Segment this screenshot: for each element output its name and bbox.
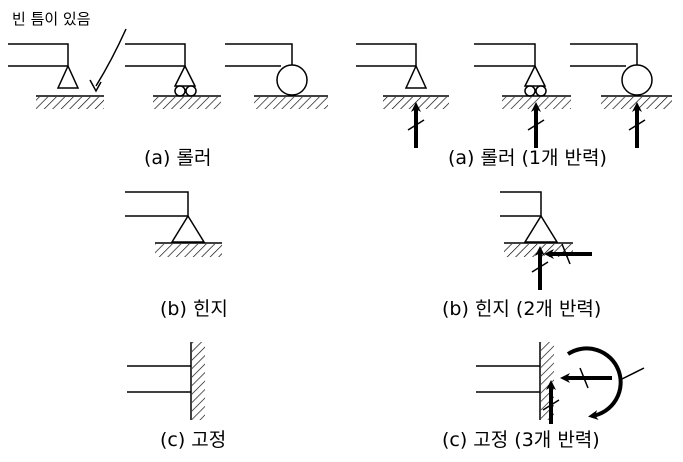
caption-roller: (a) 롤러 <box>144 147 211 169</box>
caption-hinge: (b) 힌지 <box>160 298 228 320</box>
fixed-reaction <box>476 342 645 424</box>
caption-hinge-reactions: (b) 힌지 (2개 반력) <box>442 298 601 320</box>
gap-annotation: 빈 틈이 있음 <box>12 10 91 28</box>
roller-reaction-circle <box>570 43 672 148</box>
hinge-reaction <box>500 191 592 290</box>
caption-fixed-reactions: (c) 고정 (3개 반력) <box>442 429 600 451</box>
roller-reaction-gap <box>356 43 449 148</box>
roller-support-wheels <box>125 43 221 109</box>
roller-reaction-wheels <box>474 43 571 148</box>
caption-fixed: (c) 고정 <box>160 429 226 451</box>
reaction-moment-arrow <box>566 346 623 420</box>
roller-support-gap <box>8 43 104 109</box>
fixed-support <box>127 342 205 420</box>
roller-support-circle <box>225 43 328 109</box>
annotation-leader <box>95 28 127 87</box>
caption-roller-reactions: (a) 롤러 (1개 반력) <box>448 147 607 169</box>
hinge-support <box>125 191 222 257</box>
annotation-leader-head <box>89 79 102 93</box>
